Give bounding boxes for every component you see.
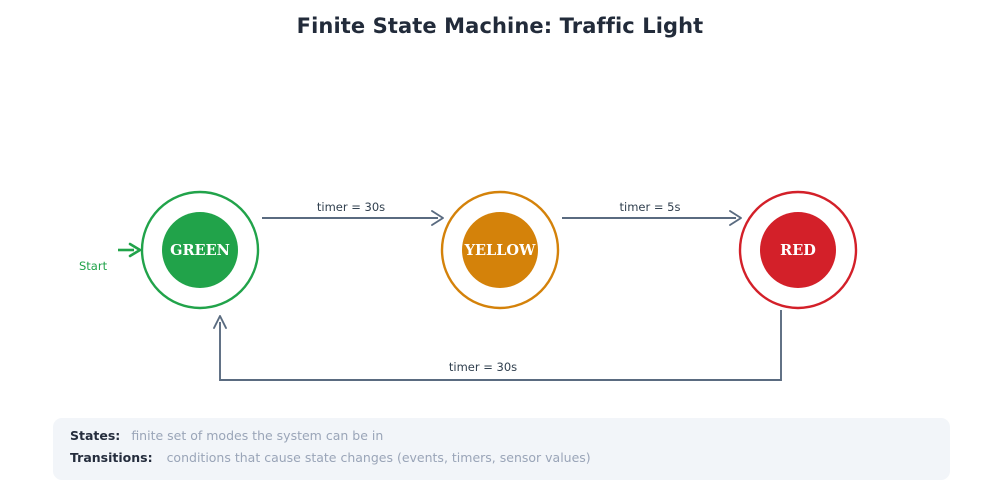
state-node-red[interactable]: RED — [738, 190, 858, 310]
state-label: GREEN — [170, 242, 230, 259]
transition-yellow-to-red[interactable]: timer = 5s — [562, 200, 742, 226]
arrowhead-icon — [431, 210, 444, 226]
arrowhead-icon — [213, 315, 227, 329]
legend-panel: States: finite set of modes the system c… — [53, 418, 950, 480]
start-marker: Start — [79, 242, 142, 273]
legend-row: States: finite set of modes the system c… — [53, 428, 950, 450]
transition-label: timer = 30s — [317, 200, 385, 214]
state-inner-circle — [462, 212, 538, 288]
legend-term: Transitions: — [70, 450, 153, 465]
state-node-green[interactable]: GREEN — [140, 190, 260, 310]
state-label: YELLOW — [464, 242, 536, 259]
transition-label: timer = 30s — [449, 360, 517, 374]
transition-label: timer = 5s — [620, 200, 681, 214]
state-node-yellow[interactable]: YELLOW — [440, 190, 560, 310]
transition-green-to-yellow[interactable]: timer = 30s — [262, 200, 444, 226]
legend-term: States: — [70, 428, 121, 443]
page-title: Finite State Machine: Traffic Light — [296, 14, 704, 38]
start-arrowhead — [128, 242, 142, 258]
start-label: Start — [79, 259, 108, 273]
legend-definition: conditions that cause state changes (eve… — [166, 450, 591, 465]
state-label: RED — [780, 242, 816, 259]
state-inner-circle — [162, 212, 238, 288]
legend-definition: finite set of modes the system can be in — [131, 428, 384, 443]
state-inner-circle — [760, 212, 836, 288]
legend-row: Transitions: conditions that cause state… — [53, 450, 950, 472]
arrowhead-icon — [729, 210, 742, 226]
edge-line — [219, 310, 782, 381]
transition-red-to-green[interactable]: timer = 30s — [213, 310, 782, 381]
